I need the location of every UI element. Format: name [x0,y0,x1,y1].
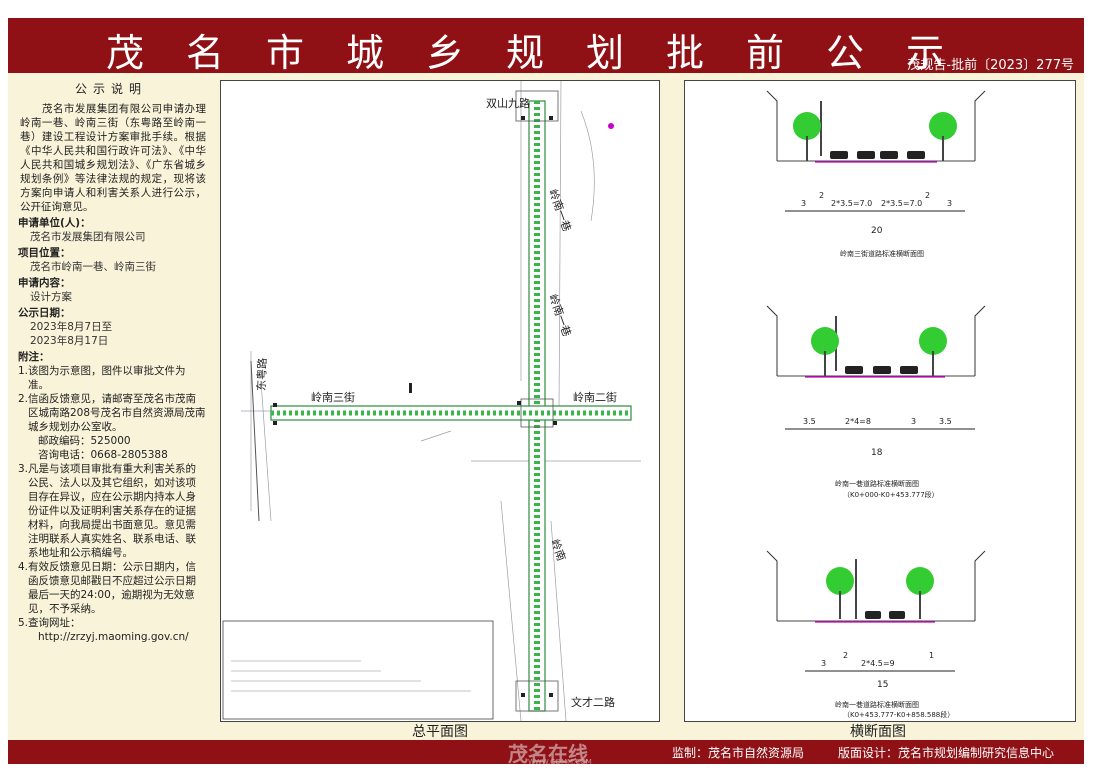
s2-dim-1: 3.5 [803,417,816,426]
label-dongyue: 东粤路 [254,358,269,391]
s1-total: 20 [871,226,883,236]
phone: 咨询电话：0668-2805388 [38,449,168,461]
s1-dim-5: 2 [925,191,930,200]
cross-sections: 3 2 2*3.5=7.0 2*3.5=7.0 2 3 20 岭南三街道路标准横… [684,80,1076,722]
note-3: 3.凡是与该项目审批有重大利害关系的公民、法人以及其它组织，如对该项目存在异议，… [18,463,197,559]
s3-range: （K0+453.777-K0+858.588段） [843,710,954,719]
north-marker [608,123,614,129]
intersection-bottom [515,680,559,712]
label-lingnan-3: 岭南三街 [311,390,355,404]
s3-total: 15 [877,680,888,690]
road-dongyue [250,360,260,522]
location-label: 项目位置： [18,247,71,259]
s2-total: 18 [871,448,883,458]
site-plan-drawing: 双山九路 东粤路 岭南三街 岭南二街 文才二路 岭南一巷 岭南一巷 岭南 [222,81,641,721]
label-shuangshan: 双山九路 [486,97,530,110]
s3-dim-2: 2 [843,651,848,660]
s3-dim-4: 1 [929,651,934,660]
document-number: 茂规告-批前〔2023〕277号 [907,58,1074,73]
s2-dim-4: 3.5 [939,417,952,426]
footer-bar: 茂名在线 WWW.GDMM.COM 监制：茂名市自然资源局 版面设计：茂名市规划… [8,740,1084,766]
s1-dim-3: 2*3.5=7.0 [831,199,872,208]
date-start: 2023年8月7日至 [30,321,113,333]
label-lingnan-n1: 岭南一巷 [546,187,574,233]
s2-title: 岭南一巷道路标准横断面图 [835,479,919,488]
applicant-label: 申请单位(人)： [18,217,91,229]
s2-dim-2: 2*4=8 [845,417,871,426]
label-wencai: 文才二路 [571,695,615,709]
footer-supervisor: 监制：茂名市自然资源局 [672,746,805,760]
date-end: 2023年8月17日 [30,335,109,347]
label-lingnan-s: 岭南 [548,537,569,562]
notice-intro: 茂名市发展集团有限公司申请办理岭南一巷、岭南三街（东粤路至岭南一巷）建设工程设计… [20,103,206,213]
drawing-notes-box [222,620,494,720]
signal-markers [273,116,557,697]
notice-panel: 公示说明 茂名市发展集团有限公司申请办理岭南一巷、岭南三街（东粤路至岭南一巷）建… [8,76,214,736]
notice-board: 茂名市城乡规划批前公示 茂规告-批前〔2023〕277号 公示说明 茂名市发展集… [8,18,1084,766]
watermark-url: WWW.GDMM.COM [528,758,592,766]
watermark-logo: 茂名在线 [508,742,588,766]
plan-caption: 总平面图 [412,724,468,740]
s3-dim-1: 3 [821,659,826,668]
label-lingnan-2: 岭南二街 [573,390,617,404]
note-4: 4.有效反馈意见日期：公示日期内，信函反馈意见邮戳日不应超过公示日期最后一天的2… [18,561,197,615]
page-title: 茂名市城乡规划批前公示 [105,31,986,75]
cross-section-drawing: 3 2 2*3.5=7.0 2*3.5=7.0 2 3 20 岭南三街道路标准横… [766,90,986,719]
note-2: 2.信函反馈意见，请邮寄至茂名市茂南区城南路208号茂名市自然资源局茂南城乡规划… [18,393,206,433]
date-label: 公示日期： [18,307,71,319]
s2-range: （K0+000-K0+453.777段） [843,490,939,499]
applicant-value: 茂名市发展集团有限公司 [30,231,146,243]
location-value: 茂名市岭南一巷、岭南三街 [30,261,156,273]
note-5: 5.查询网址： [18,617,81,629]
s2-dim-3: 3 [911,417,916,426]
content-label: 申请内容： [18,277,71,289]
s1-dim-2: 2 [819,191,824,200]
drawing-notes-lines [231,660,471,692]
section-3: 3 2 2*4.5=9 1 15 岭南一巷道路标准横断面图 （K0+453.77… [766,550,986,719]
s1-dim-4: 2*3.5=7.0 [881,199,922,208]
notes-label: 附注： [18,351,50,363]
s3-dim-3: 2*4.5=9 [861,659,895,668]
postcode: 邮政编码：525000 [38,435,131,447]
site-plan: 双山九路 东粤路 岭南三街 岭南二街 文才二路 岭南一巷 岭南一巷 岭南 [220,80,660,722]
notice-heading: 公示说明 [74,82,147,96]
query-url[interactable]: http://zrzyj.maoming.gov.cn/ [38,631,189,643]
intersection-center [520,398,554,428]
footer-designer: 版面设计：茂名市规划编制研究信息中心 [838,746,1055,760]
intersection-top [515,90,559,122]
section-1: 3 2 2*3.5=7.0 2*3.5=7.0 2 3 20 岭南三街道路标准横… [766,90,986,258]
note-1: 1.该图为示意图，图件以审批文件为准。 [18,365,186,391]
section-caption: 横断面图 [850,724,906,740]
s3-title: 岭南一巷道路标准横断面图 [835,700,919,709]
section-2: 3.5 2*4=8 3 3.5 18 岭南一巷道路标准横断面图 （K0+000-… [766,305,986,499]
s1-title: 岭南三街道路标准横断面图 [840,249,924,258]
label-lingnan-n2: 岭南一巷 [546,292,574,338]
s1-dim-1: 3 [801,199,806,208]
s1-dim-6: 3 [947,199,952,208]
title-bar: 茂名市城乡规划批前公示 茂规告-批前〔2023〕277号 [8,18,1084,75]
content-value: 设计方案 [30,291,72,303]
